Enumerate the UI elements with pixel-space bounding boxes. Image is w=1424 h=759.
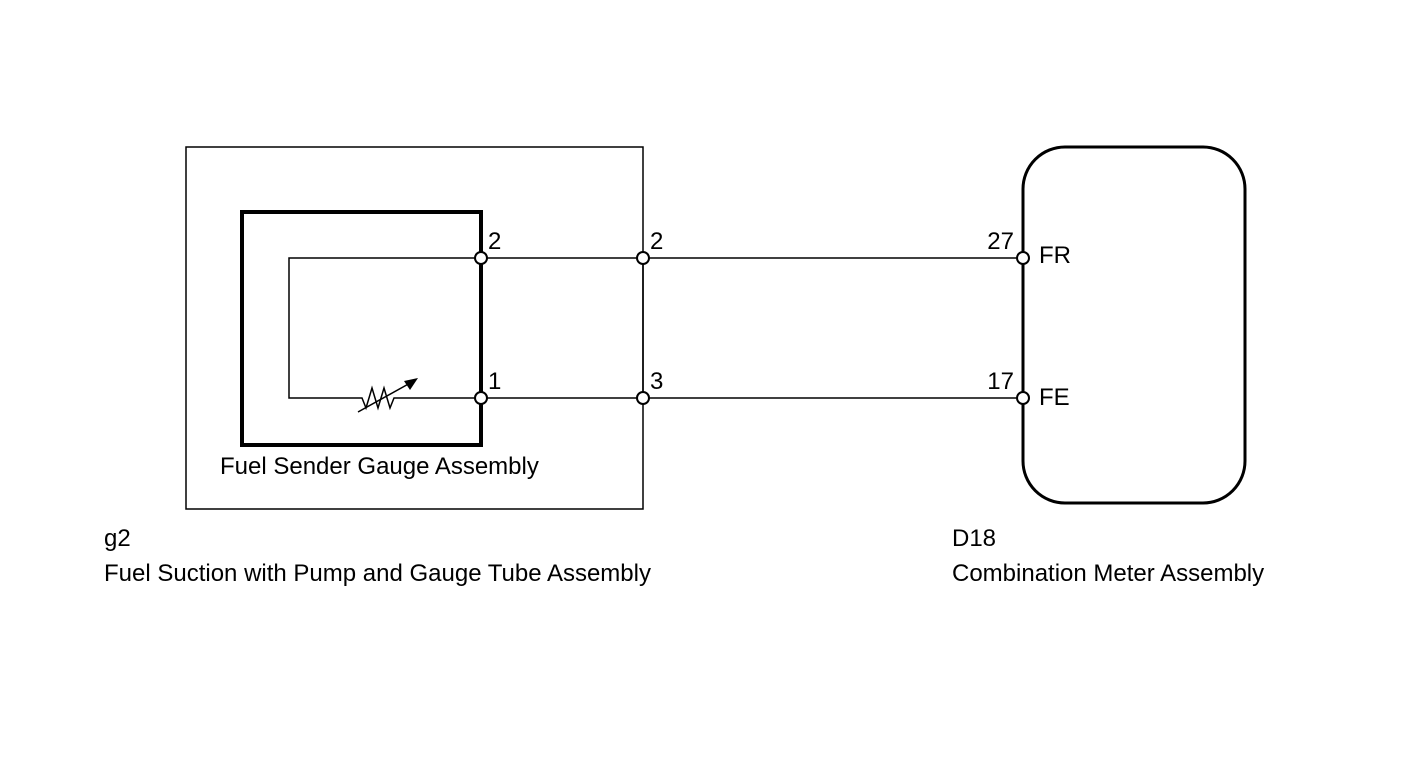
fuel-suction-code: g2 <box>104 525 131 552</box>
pin-label-sender-lower: 1 <box>488 368 501 395</box>
fuel-sender-gauge-box <box>240 210 483 447</box>
variable-resistor-icon <box>356 378 418 413</box>
pin-label-sender-upper: 2 <box>488 228 501 255</box>
terminal-meter-fr <box>1016 251 1030 265</box>
fuel-suction-name: Fuel Suction with Pump and Gauge Tube As… <box>104 560 651 587</box>
combination-meter-name: Combination Meter Assembly <box>952 560 1264 587</box>
combination-meter-box <box>1021 145 1247 505</box>
terminal-connector-lower <box>636 391 650 405</box>
combination-meter-code: D18 <box>952 525 996 552</box>
terminal-sender-lower <box>474 391 488 405</box>
terminal-connector-upper <box>636 251 650 265</box>
fuel-sender-gauge-label: Fuel Sender Gauge Assembly <box>220 453 539 480</box>
terminal-sender-upper <box>474 251 488 265</box>
pin-label-connector-upper: 2 <box>650 228 663 255</box>
sender-internal-wire <box>288 257 481 399</box>
pin-signal-meter-fe: FE <box>1039 384 1070 411</box>
pin-number-meter-fe: 17 <box>987 368 1014 395</box>
terminal-meter-fe <box>1016 391 1030 405</box>
pin-label-connector-lower: 3 <box>650 368 663 395</box>
pin-number-meter-fr: 27 <box>987 228 1014 255</box>
pin-signal-meter-fr: FR <box>1039 242 1071 269</box>
